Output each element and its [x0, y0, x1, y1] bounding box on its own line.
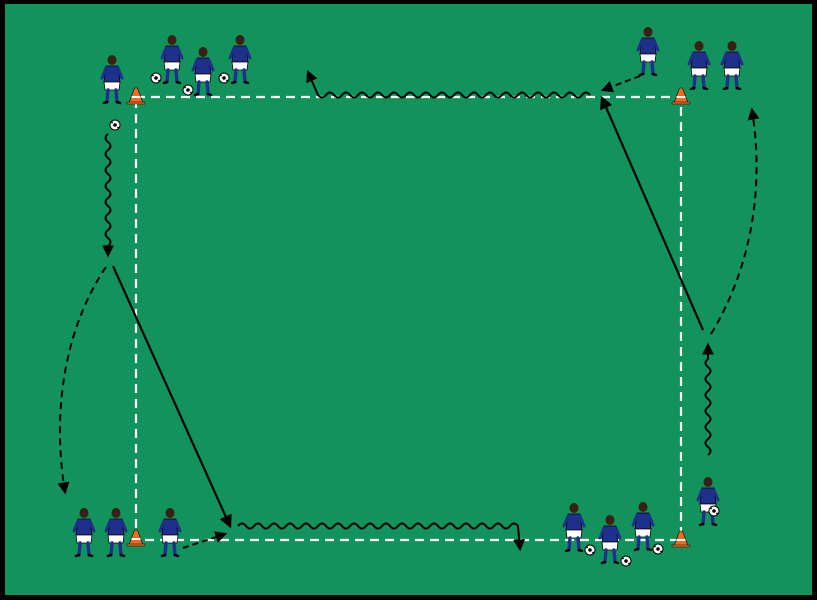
ball-icon [620, 555, 632, 567]
dribble-arrow [237, 522, 526, 552]
dribble-arrow [702, 342, 714, 456]
run-arrow [710, 107, 760, 335]
run-arrow [182, 531, 228, 549]
drill-square [134, 95, 683, 542]
run-arrow [57, 266, 107, 495]
dribble-arrow [306, 69, 591, 99]
ball-icon [182, 84, 194, 96]
ball-icon [150, 72, 162, 84]
pass-arrow [111, 265, 232, 529]
pass-arrow [600, 95, 705, 331]
ball-icon [652, 543, 664, 555]
ball-icon [109, 119, 121, 131]
run-arrow [600, 75, 641, 93]
ball-icon [708, 505, 720, 517]
ball-icon [584, 544, 596, 556]
dribble-arrow [102, 133, 114, 258]
ball-icon [218, 72, 230, 84]
